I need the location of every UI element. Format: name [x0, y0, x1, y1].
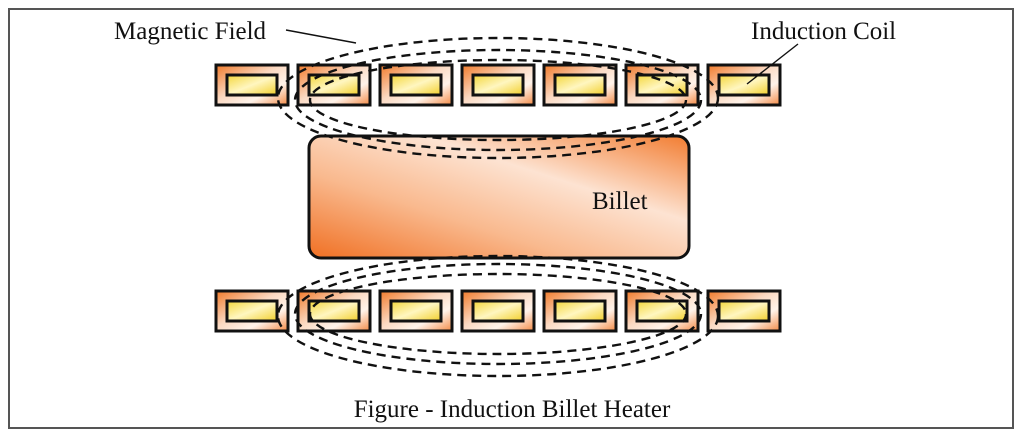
coil-conductor: [225, 299, 279, 323]
coil-turn: [378, 289, 454, 333]
induction-coil-leader-line: [746, 43, 799, 85]
coil-turn: [378, 63, 454, 107]
field-line-inner-top: [308, 58, 688, 142]
figure-caption: Figure - Induction Billet Heater: [354, 396, 671, 423]
coil-turn: [624, 289, 700, 333]
coil-turn: [706, 63, 782, 107]
coil-turn: [214, 289, 290, 333]
coil-turn: [460, 63, 536, 107]
coil-conductor: [471, 73, 525, 97]
magnetic-field-lines-bottom: [276, 254, 720, 378]
billet-label: Billet: [592, 188, 648, 215]
billet: [307, 134, 691, 260]
coil-turn: [296, 289, 372, 333]
coil-row-bottom: [214, 289, 782, 333]
coil-conductor: [389, 73, 443, 97]
field-line-outer-bottom: [276, 254, 720, 378]
coil-turn: [214, 63, 290, 107]
coil-conductor: [389, 299, 443, 323]
induction-coil-label: Induction Coil: [751, 18, 896, 45]
coil-conductor: [471, 299, 525, 323]
coil-conductor: [553, 299, 607, 323]
coil-conductor: [225, 73, 279, 97]
coil-conductor: [717, 73, 771, 97]
field-line-middle-top: [293, 48, 703, 152]
coil-conductor: [307, 299, 361, 323]
field-line-inner-bottom: [308, 272, 688, 356]
field-line-middle-bottom: [293, 262, 703, 366]
magnetic-field-leader-line: [285, 29, 357, 44]
magnetic-field-lines-top: [276, 36, 720, 160]
coil-conductor: [717, 299, 771, 323]
coil-conductor: [635, 73, 689, 97]
field-line-outer-top: [276, 36, 720, 160]
coil-conductor: [307, 73, 361, 97]
coil-conductor: [553, 73, 607, 97]
coil-turn: [460, 289, 536, 333]
coil-conductor: [635, 299, 689, 323]
coil-turn: [706, 289, 782, 333]
magnetic-field-label: Magnetic Field: [114, 18, 267, 45]
coil-turn: [542, 289, 618, 333]
coil-turn: [542, 63, 618, 107]
